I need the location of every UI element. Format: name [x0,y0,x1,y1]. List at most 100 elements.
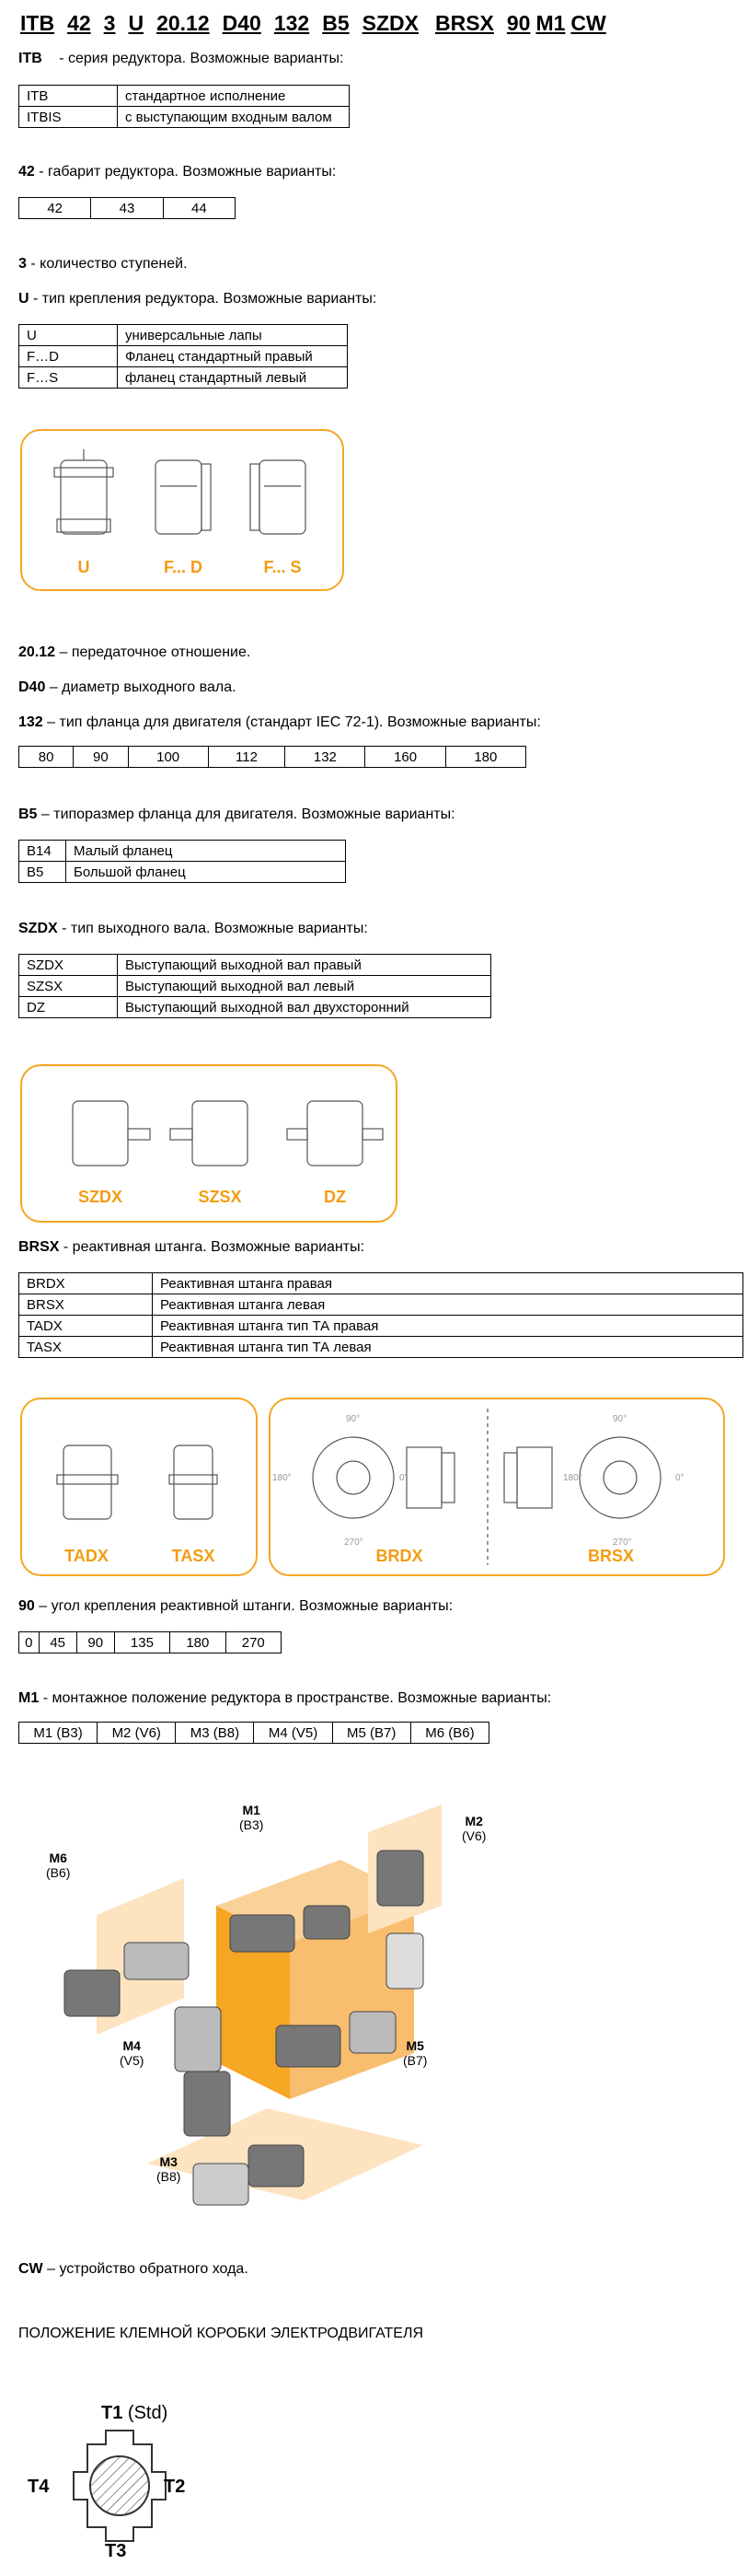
ta-illustration-panel: TADX TASX [20,1398,258,1576]
m1-desc: - монтажное положение редуктора в простр… [42,1690,552,1706]
cell: TASX [18,1336,153,1358]
cell: Фланец стандартный правый [117,345,348,367]
cell: Реактивная штанга правая [152,1272,743,1294]
cube-drawing [63,1804,442,2206]
t1-label: T1 (Std) [101,2403,167,2424]
brsx-key: BRSX [18,1239,60,1255]
itb-key: ITB [18,51,42,66]
cell: 160 [364,746,446,768]
cell: ITB [18,85,118,107]
label-dz: DZ [324,1188,346,1206]
cell: 132 [284,746,366,768]
cell: стандартное исполнение [117,85,350,107]
shaft-key: D40 [18,679,46,695]
cell: M2 (V6) [97,1722,177,1744]
terminal-title: ПОЛОЖЕНИЕ КЛЕМНОЙ КОРОБКИ ЭЛЕКТРОДВИГАТЕ… [18,2326,424,2341]
code-cw: CW [570,11,606,35]
cell: DZ [18,996,118,1018]
shaft-heading: D40 – диаметр выходного вала. [18,679,236,696]
t4-label: T4 [28,2477,50,2497]
code-mount: U [128,11,144,35]
size-desc: - габарит редуктора. Возможные варианты: [39,164,337,180]
cell: с выступающим входным валом [117,106,350,128]
cw-key: CW [18,2261,43,2277]
cell: 44 [162,197,236,219]
b5-key: B5 [18,806,38,822]
code-itb: ITB [20,11,55,35]
ratio-desc: – передаточное отношение. [59,644,251,660]
table-row: M1 (B3)M2 (V6)M3 (B8)M4 (V5)M5 (B7)M6 (B… [17,1722,490,1744]
stages-desc: - количество ступеней. [30,256,188,272]
pos-m1: M1(B3) [239,1803,263,1832]
angle-label: 90° [346,1414,361,1424]
cell: SZDX [18,954,118,976]
code-m1: M1 [535,11,566,35]
label-fs: F... S [263,558,302,576]
m1-heading: M1 - монтажное положение редуктора в про… [18,1690,551,1707]
cell: 0 [18,1631,40,1654]
cell: M5 (B7) [331,1722,411,1744]
mount-heading: U - тип крепления редуктора. Возможные в… [18,291,376,307]
label-szdx: SZDX [77,1188,122,1206]
szdx-heading: SZDX - тип выходного вала. Возможные вар… [18,921,368,937]
pos-m4-code: M4 [122,2038,141,2053]
cell: фланец стандартный левый [117,366,348,389]
angle-label: 0° [675,1473,685,1483]
brsx-desc: - реактивная штанга. Возможные варианты: [63,1239,365,1255]
size-heading: 42 - габарит редуктора. Возможные вариан… [18,164,336,180]
code-szdx: SZDX [362,11,419,35]
gearbox-mount-drawings [53,449,306,535]
cell: 112 [207,746,286,768]
cell: F…D [18,345,118,367]
szdx-key: SZDX [18,921,58,936]
cell: TADX [18,1315,153,1337]
pos-m2-b: (V6) [462,1828,487,1843]
cell: 180 [444,746,527,768]
t1-std: (Std) [127,2403,168,2423]
angle-label: 90° [613,1414,627,1424]
code-brsx: BRSX [434,11,494,35]
shaft-drawings [72,1100,384,1166]
label-brsx: BRSX [587,1547,634,1565]
pos-m3-code: M3 [159,2154,178,2169]
size-key: 42 [18,164,35,180]
cell: 90 [75,1631,115,1654]
cell: 45 [38,1631,77,1654]
m1-table: M1 (B3)M2 (V6)M3 (B8)M4 (V5)M5 (B7)M6 (B… [17,1722,490,1744]
stages-key: 3 [18,256,27,272]
cell: B14 [18,840,66,862]
pos-m5-code: M5 [406,2038,424,2053]
t3-label: T3 [105,2541,127,2561]
cell: Реактивная штанга левая [152,1294,743,1316]
pos-m5: M5(B7) [403,2038,427,2068]
pos-m2: M2(V6) [462,1814,486,1843]
angle-label: 0° [399,1473,409,1483]
flange-desc: – тип фланца для двигателя (стандарт IEC… [47,714,541,730]
angle-key: 90 [18,1598,35,1614]
cell: Реактивная штанга тип ТА правая [152,1315,743,1337]
t2-label: T2 [164,2477,186,2497]
cell: M1 (B3) [17,1722,98,1744]
label-tadx: TADX [64,1547,109,1565]
pos-m4: M4(V5) [120,2038,144,2068]
cell: B5 [18,861,66,883]
ratio-heading: 20.12 – передаточное отношение. [18,644,250,661]
angle-heading: 90 – угол крепления реактивной штанги. В… [18,1598,453,1615]
